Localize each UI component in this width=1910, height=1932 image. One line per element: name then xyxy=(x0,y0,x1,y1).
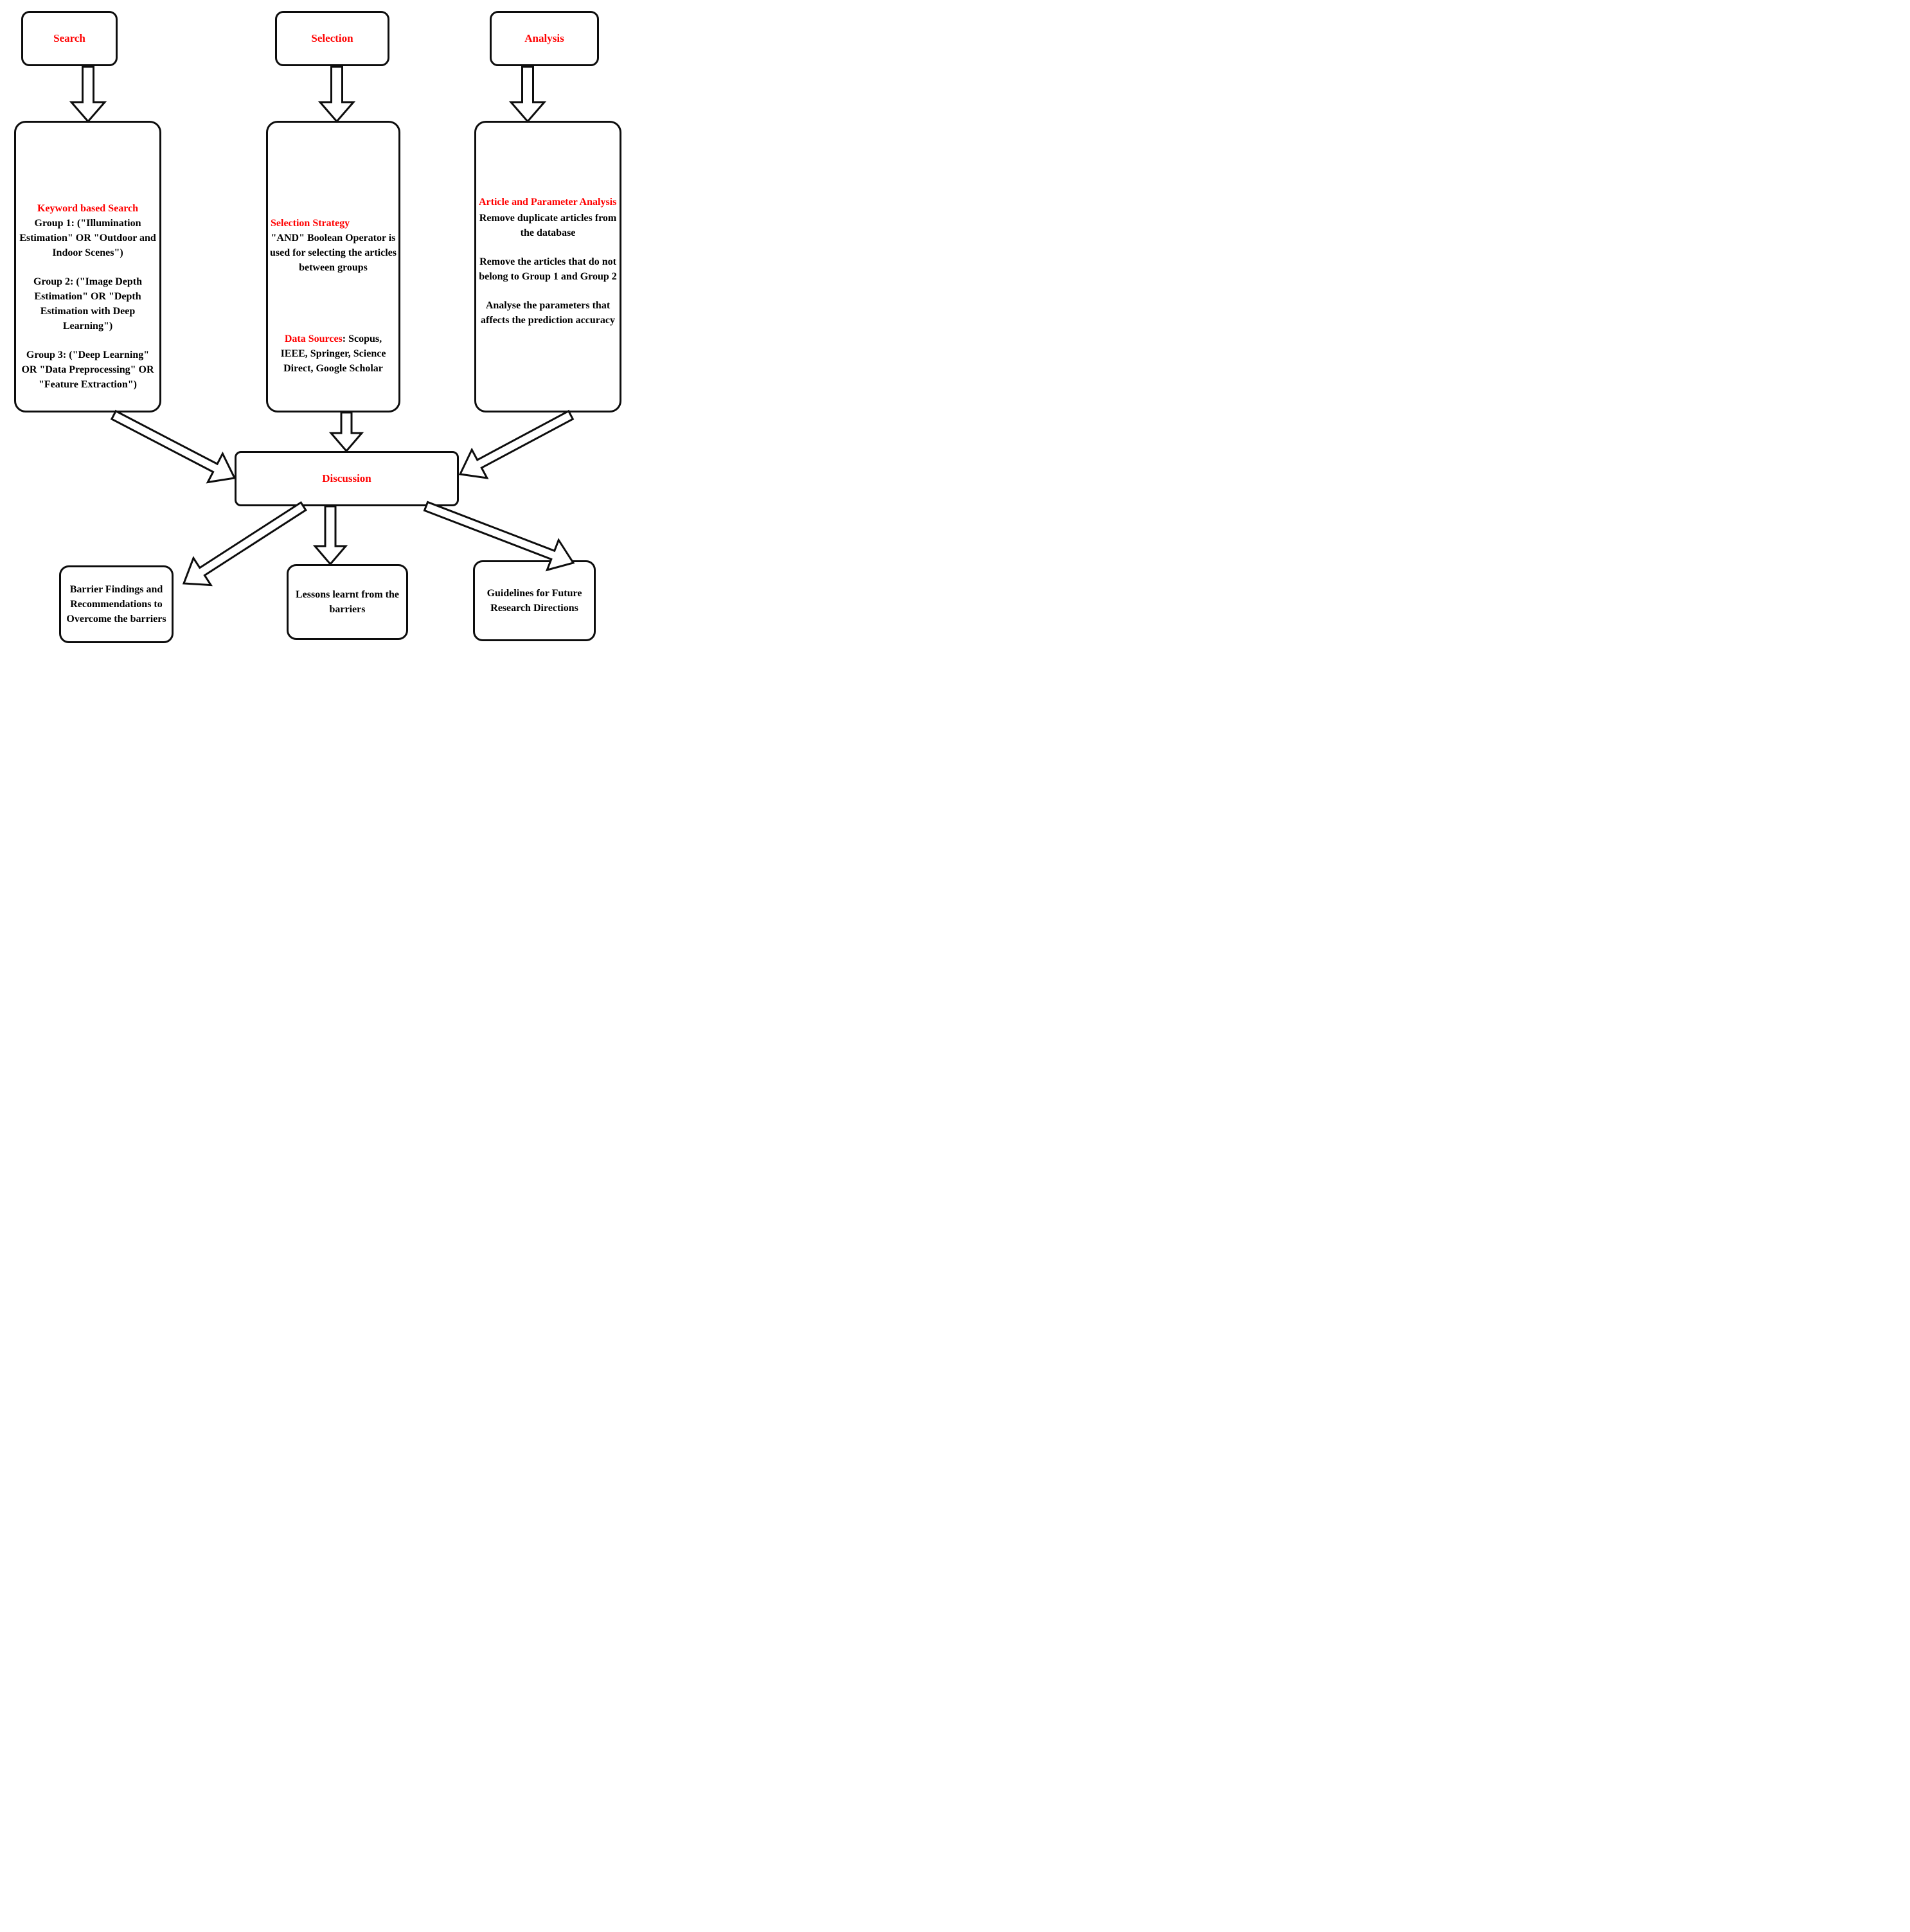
data-sources-list: : Scopus, IEEE, Springer, Science Direct… xyxy=(280,333,386,374)
barrier-findings-box: Barrier Findings and Recommendations to … xyxy=(59,565,174,643)
keyword-search-heading: Keyword based Search xyxy=(37,203,139,214)
discussion-to-lessons-arrow xyxy=(312,505,348,566)
analysis-step-2: Remove the articles that do not belong t… xyxy=(479,256,617,282)
article-analysis-heading: Article and Parameter Analysis xyxy=(479,197,617,208)
analysis-step-3: Analyse the parameters that affects the … xyxy=(481,300,615,326)
search-phase-box: Search xyxy=(21,11,118,66)
flowchart-canvas: Search Selection Analysis Keyword based … xyxy=(0,0,637,644)
selection-to-discussion-arrow xyxy=(328,411,364,453)
search-group-1: Group 1: ("Illumination Estimation" OR "… xyxy=(19,218,156,258)
future-guidelines-label: Guidelines for Future Research Direction… xyxy=(486,588,582,614)
selection-strategy-text: "AND" Boolean Operator is used for selec… xyxy=(270,233,397,273)
analysis-down-arrow xyxy=(508,66,547,123)
future-guidelines-box: Guidelines for Future Research Direction… xyxy=(473,560,596,641)
search-group-2: Group 2: ("Image Depth Estimation" OR "D… xyxy=(33,276,143,332)
analysis-phase-label: Analysis xyxy=(524,32,564,44)
lessons-learnt-box: Lessons learnt from the barriers xyxy=(287,564,408,640)
article-parameter-analysis-box: Article and Parameter Analysis Remove du… xyxy=(474,121,621,412)
search-to-discussion-arrow xyxy=(110,409,237,484)
analysis-phase-box: Analysis xyxy=(490,11,599,66)
selection-phase-box: Selection xyxy=(275,11,389,66)
barrier-findings-label: Barrier Findings and Recommendations to … xyxy=(66,584,166,625)
analysis-step-1: Remove duplicate articles from the datab… xyxy=(479,213,617,238)
data-sources-label: Data Sources xyxy=(284,333,343,344)
selection-down-arrow xyxy=(317,66,356,123)
data-sources-line: Data Sources: Scopus, IEEE, Springer, Sc… xyxy=(270,332,397,376)
selection-phase-label: Selection xyxy=(311,32,353,44)
lessons-learnt-label: Lessons learnt from the barriers xyxy=(295,589,400,615)
selection-strategy-detail-box: Selection Strategy "AND" Boolean Operato… xyxy=(266,121,400,412)
search-down-arrow xyxy=(69,66,107,123)
search-phase-label: Search xyxy=(53,32,85,44)
analysis-to-discussion-arrow xyxy=(458,409,575,479)
search-group-3: Group 3: ("Deep Learning" OR "Data Prepr… xyxy=(21,350,154,390)
selection-strategy-heading: Selection Strategy xyxy=(271,218,350,229)
discussion-box: Discussion xyxy=(235,451,459,506)
keyword-search-detail-box: Keyword based Search Group 1: ("Illumina… xyxy=(14,121,161,412)
discussion-label: Discussion xyxy=(322,472,371,484)
